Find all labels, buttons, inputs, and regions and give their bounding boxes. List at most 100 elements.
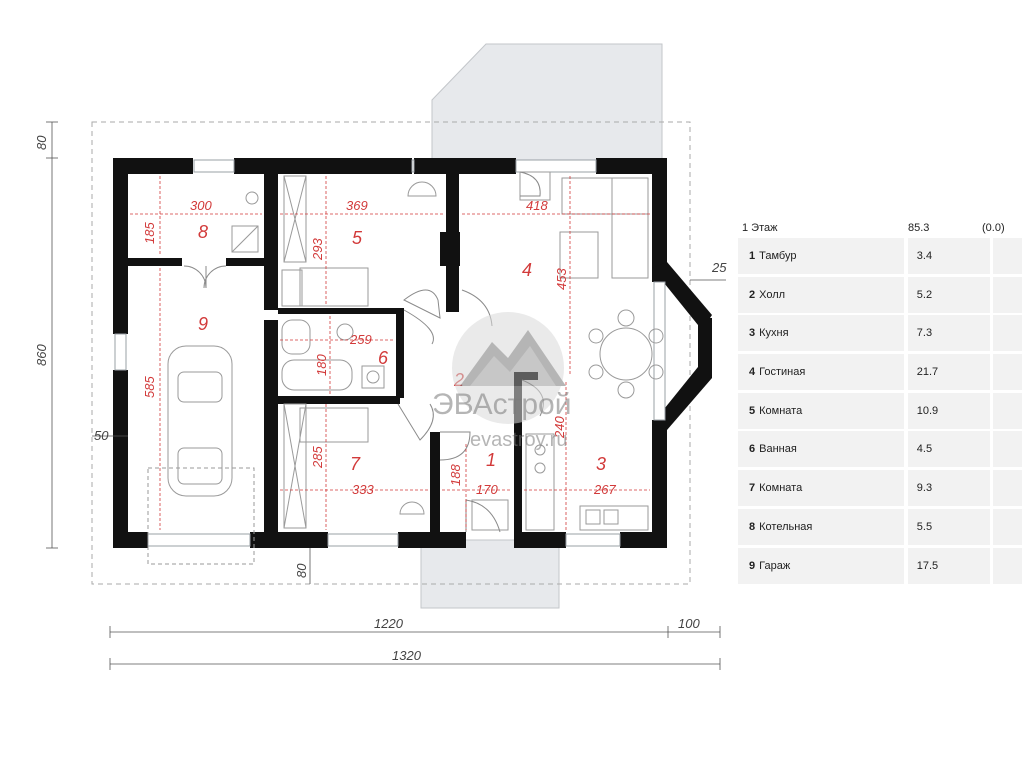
porch-bottom [420, 539, 560, 609]
dim-height-total: 860 [34, 344, 49, 366]
room-name: Гараж [759, 559, 791, 572]
room-label-6: 6 [378, 348, 389, 368]
room-name: Комната [759, 482, 803, 495]
dim-room3-height: 240 [552, 416, 567, 439]
room-extra-cell [993, 315, 1022, 352]
room-extra-cell [993, 470, 1022, 507]
watermark-site: evastroy.ru [470, 429, 567, 451]
room-area-cell: 10.9 [907, 392, 991, 429]
room-name: Котельная [759, 520, 813, 533]
dim-room1-width: 170 [476, 482, 498, 497]
walls [113, 158, 712, 548]
room-area-cell: 4.5 [907, 431, 991, 468]
floor-plan: 80 860 50 80 25 1220 100 1320 300 185 36… [34, 43, 727, 670]
room-name: Ванная [759, 443, 797, 456]
exterior-dimension-lines [46, 121, 726, 670]
room-area: 5.2 [916, 288, 933, 301]
room-name: Холл [759, 288, 786, 301]
dim-bottom-offset: 80 [294, 563, 309, 578]
room-area: 17.5 [916, 559, 939, 572]
room-dimension-lines [130, 176, 650, 530]
dim-top-offset: 80 [34, 135, 49, 150]
dim-room6-width: 259 [349, 332, 372, 347]
room-label-4: 4 [522, 260, 532, 280]
room-number: 9 [749, 559, 756, 572]
windows [114, 159, 666, 547]
dim-room6-height: 180 [314, 354, 329, 376]
table-header: 1 Этаж 85.3 (0.0) [738, 218, 1022, 238]
room-name: Гостиная [759, 366, 806, 379]
dim-room4-width: 418 [526, 198, 548, 213]
room-area: 10.9 [916, 404, 939, 417]
room-area: 5.5 [916, 520, 933, 533]
room-area-cell: 3.4 [907, 238, 991, 274]
dim-width-extra: 100 [678, 616, 700, 631]
total-area: 85.3 [908, 222, 930, 234]
room-label-7: 7 [350, 454, 361, 474]
room-extra-cell [993, 354, 1022, 391]
room-area: 9.3 [916, 482, 933, 495]
room-area: 7.3 [916, 327, 933, 340]
room-label-1: 1 [486, 450, 496, 470]
dim-room8-height: 185 [142, 222, 157, 244]
room-extra-cell [993, 431, 1022, 468]
room-name: Комната [759, 404, 803, 417]
dim-room5-width: 369 [346, 198, 368, 213]
watermark-brand: ЭВАстрой [432, 388, 571, 421]
dim-room7-width: 333 [352, 482, 374, 497]
dim-room5-height: 293 [310, 238, 325, 261]
room-number: 1 [749, 250, 756, 262]
room-number: 7 [749, 482, 756, 495]
room-extra-cell [993, 276, 1022, 313]
room-area: 3.4 [916, 250, 933, 262]
room-label-8: 8 [198, 222, 208, 242]
room-area-cell: 5.2 [907, 276, 991, 313]
room-area-cell: 9.3 [907, 470, 991, 507]
dim-width-total: 1320 [392, 648, 422, 663]
room-label-5: 5 [352, 228, 363, 248]
room-area-cell: 21.7 [907, 354, 991, 391]
room-extra-cell [993, 392, 1022, 429]
room-name: Тамбур [759, 250, 797, 262]
floor-label: 1 Этаж [742, 222, 778, 234]
furniture [147, 171, 664, 565]
room-label-3: 3 [596, 454, 606, 474]
dim-width-main: 1220 [374, 616, 404, 631]
room-number: 5 [749, 404, 756, 417]
room-extra-cell [993, 508, 1022, 545]
dim-left-offset: 50 [94, 428, 109, 443]
room-number: 8 [749, 520, 756, 533]
dim-room8-width: 300 [190, 198, 212, 213]
dim-room4-height: 453 [554, 268, 569, 290]
room-name: Кухня [759, 327, 789, 340]
room-area-cell: 5.5 [907, 508, 991, 545]
room-area-cell: 17.5 [907, 547, 991, 584]
room-area-cell: 7.3 [907, 315, 991, 352]
extra-area: (0.0) [982, 222, 1005, 234]
room-extra-cell [993, 238, 1022, 274]
dim-room7-height: 285 [310, 446, 325, 469]
room-area: 4.5 [916, 443, 933, 456]
room-number: 6 [749, 443, 756, 456]
dim-room3-width: 267 [593, 482, 616, 497]
room-label-9: 9 [198, 314, 208, 334]
terrace-top [431, 43, 663, 163]
dim-room9-height: 585 [142, 376, 157, 398]
